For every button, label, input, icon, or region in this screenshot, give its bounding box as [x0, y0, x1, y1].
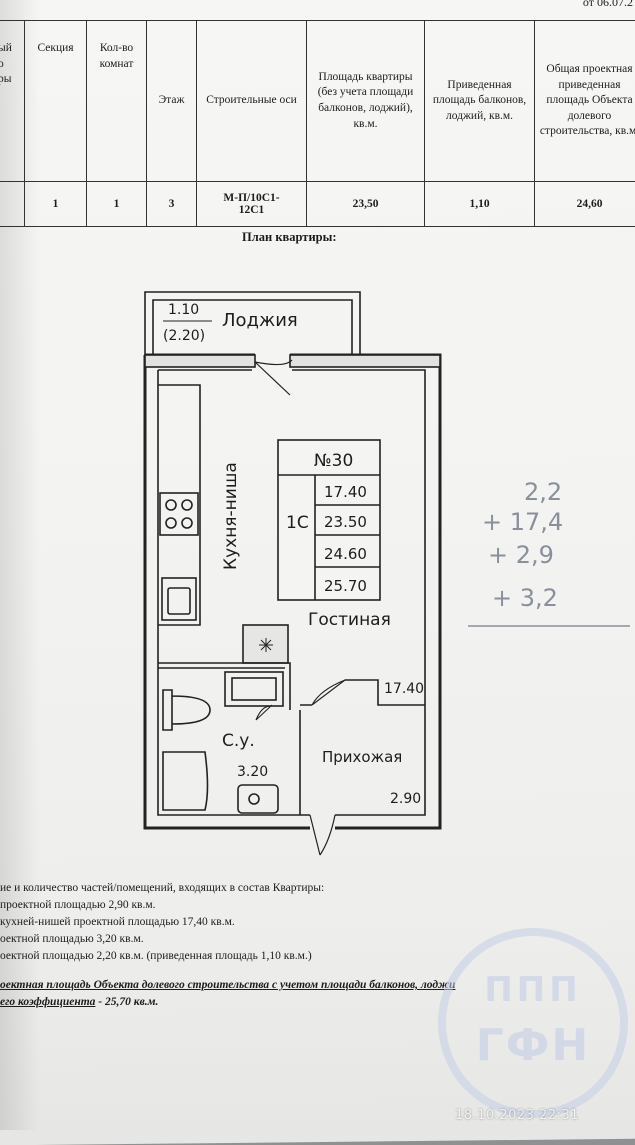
legend-line: ие и количество частей/помещений, входящ…	[0, 880, 324, 897]
sink-basin	[168, 588, 190, 614]
rooms-legend: ие и количество частей/помещений, входящ…	[0, 880, 324, 965]
washer-icon	[225, 672, 283, 706]
loggia-door	[255, 360, 292, 395]
legend-line: проектной площадью 2,90 кв.м.	[0, 897, 324, 914]
bath-label: С.у.	[222, 731, 255, 751]
hand-line: 2,2	[524, 478, 562, 506]
shower-icon	[163, 752, 208, 810]
burner-icon	[166, 500, 176, 510]
box-value: 24.60	[324, 545, 367, 563]
hand-line: + 17,4	[482, 508, 563, 536]
washer-door	[232, 678, 276, 700]
box-value: 17.40	[324, 483, 367, 501]
bathroom-door	[256, 705, 272, 720]
total-area-text: оектная площадь Объекта долевого строите…	[0, 977, 455, 1011]
hand-line: + 3,2	[492, 584, 558, 612]
hatched-wall	[290, 355, 440, 367]
washbasin-drain	[249, 794, 259, 804]
bath-area: 3.20	[237, 764, 268, 780]
hall-area: 2.90	[390, 791, 421, 807]
watermark-stamp: ППП ГФН	[438, 928, 628, 1118]
stamp-top: ППП	[446, 970, 620, 1010]
loggia-label: Лоджия	[222, 310, 298, 331]
living-area: 17.40	[384, 681, 424, 697]
living-label: Гостиная	[308, 610, 391, 630]
legend-line: кухней-нишей проектной площадью 17,40 кв…	[0, 914, 324, 931]
burner-icon	[182, 518, 192, 528]
hall-label: Прихожая	[322, 748, 402, 766]
handwritten-sum: 2,2 + 17,4 + 2,9 + 3,2	[468, 478, 630, 626]
legend-line: оектной площадью 2,20 кв.м. (приведенная…	[0, 948, 324, 965]
burner-icon	[166, 518, 176, 528]
loggia-area-full: (2.20)	[163, 328, 205, 344]
box-value: 23.50	[324, 513, 367, 531]
stove-icon	[160, 493, 198, 535]
total-line: оектная площадь Объекта долевого строите…	[0, 977, 455, 994]
living-door	[312, 680, 345, 705]
burner-icon	[182, 500, 192, 510]
loggia-area: 1.10	[168, 302, 199, 318]
total-line-2: его коэффициента - 25,70 кв.м.	[0, 994, 455, 1011]
entrance-door	[310, 815, 335, 855]
hatched-wall	[145, 355, 255, 367]
hand-line: + 2,9	[488, 541, 554, 569]
box-type: 1С	[286, 513, 309, 533]
photo-timestamp: 18.10.2023 22:31	[455, 1108, 579, 1123]
vent-icon	[259, 638, 273, 652]
floor-plan: 1.10 (2.20) Лоджия Кухня-ниша №30 1С 17.…	[0, 0, 635, 880]
kitchen-counter	[158, 385, 200, 625]
box-number: №30	[314, 451, 353, 471]
total-prefix: его коэффициента	[0, 996, 95, 1008]
box-value: 25.70	[324, 577, 367, 595]
stamp-bottom: ГФН	[446, 1020, 620, 1071]
toilet-icon	[163, 690, 210, 730]
kitchen-label: Кухня-ниша	[221, 462, 241, 570]
legend-line: оектной площадью 3,20 кв.м.	[0, 931, 324, 948]
total-value: - 25,70 кв.м.	[95, 996, 158, 1008]
washbasin-icon	[238, 785, 278, 813]
